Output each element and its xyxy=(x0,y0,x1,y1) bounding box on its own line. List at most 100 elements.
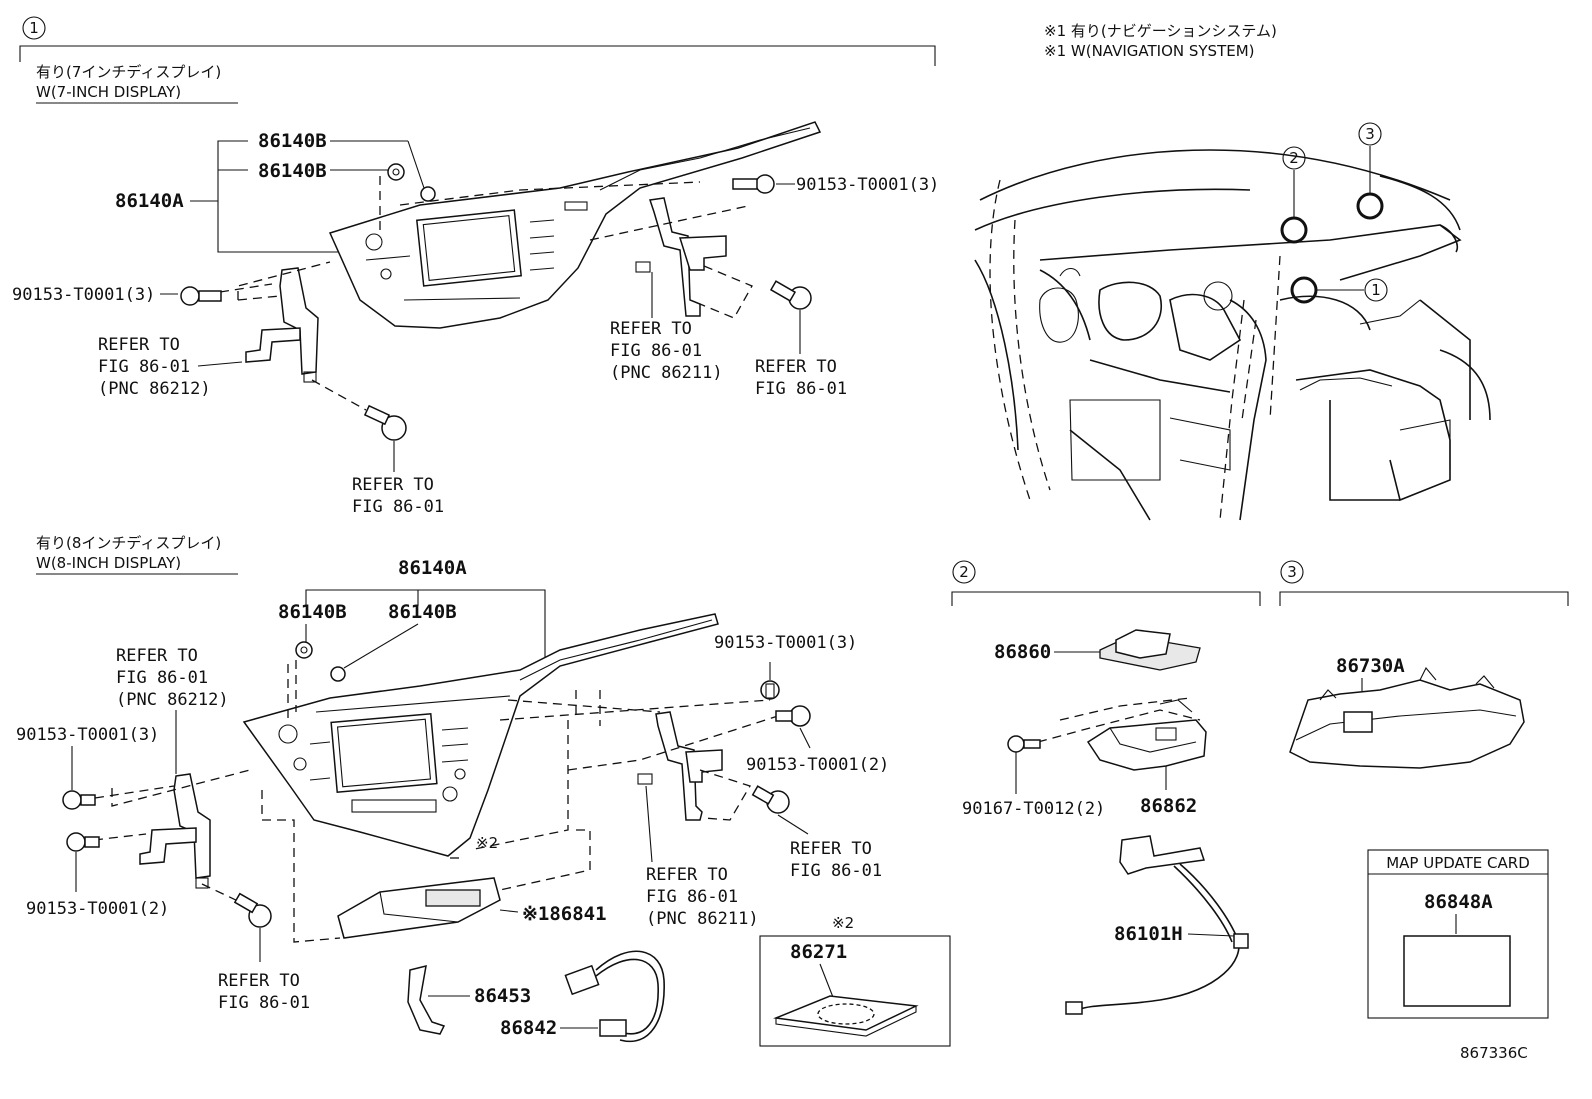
section-2: 2 86860 86862 90167-T0012(2) xyxy=(951,560,1261,1015)
clip-86140B xyxy=(387,163,405,181)
section-1-8inch: 有り(8インチディスプレイ) W(8-INCH DISPLAY) 86140A … xyxy=(16,534,951,1047)
disc-86271 xyxy=(773,995,919,1037)
bolt-90167-label: 90167-T0012(2) xyxy=(962,799,1105,819)
section-1-7inch: 1 有り(7インチディスプレイ) W(7-INCH DISPLAY) 86140… xyxy=(12,16,939,517)
bolt-90153-right xyxy=(732,174,775,194)
ref-label-left: FIG 86-01 xyxy=(98,357,190,377)
part-86140B-label: 86140B xyxy=(258,130,327,152)
section-1-marker: 1 xyxy=(22,16,46,40)
bolt-90153-top-right-label: 90153-T0001(3) xyxy=(714,633,857,653)
overview-marker-2: 2 xyxy=(1280,146,1308,244)
bolt-90153-right-2-label: 90153-T0001(2) xyxy=(746,755,889,775)
note-mark-2: ※2 xyxy=(476,834,498,852)
part-86140B-label: 86140B xyxy=(258,160,327,182)
bolt-90153-left-2-label: 90153-T0001(2) xyxy=(26,899,169,919)
cable-86453 xyxy=(407,964,446,1035)
section-8-title-jp: 有り(8インチディスプレイ) xyxy=(36,534,221,552)
ref-label-left: (PNC 86212) xyxy=(116,690,229,710)
ref-label-bottom: REFER TO xyxy=(352,475,434,495)
cable-86842 xyxy=(564,950,665,1043)
ref-label-mid: (PNC 86211) xyxy=(610,363,723,383)
part-86140A-label: 86140A xyxy=(398,557,467,579)
ref-label-left: FIG 86-01 xyxy=(116,668,208,688)
svg-text:2: 2 xyxy=(959,563,969,581)
map-update-card-title: MAP UPDATE CARD xyxy=(1386,854,1530,872)
ref-label-right-bolt: FIG 86-01 xyxy=(790,861,882,881)
ref-label-bottom: REFER TO xyxy=(218,971,300,991)
box-note-mark: ※2 xyxy=(832,914,854,932)
ref-label-mid: FIG 86-01 xyxy=(610,341,702,361)
part-86860-label: 86860 xyxy=(994,641,1051,663)
section-1-title-en: W(7-INCH DISPLAY) xyxy=(36,83,181,101)
part-86453-label: 86453 xyxy=(474,985,531,1007)
clip-86140B xyxy=(330,666,346,682)
ref-label-right-bolt: REFER TO xyxy=(755,357,837,377)
part-86271-box: ※2 86271 xyxy=(759,914,951,1047)
bolt-90153-left-2 xyxy=(66,832,100,892)
section-1-title-jp: 有り(7インチディスプレイ) xyxy=(36,63,221,81)
bolt-90167 xyxy=(1007,735,1041,794)
ref-label-mid: REFER TO xyxy=(610,319,692,339)
part-86848A-label: 86848A xyxy=(1424,891,1493,913)
left-bracket-8inch xyxy=(139,773,211,889)
section-1-bracket xyxy=(19,45,936,66)
svg-text:2: 2 xyxy=(1289,149,1299,167)
ref-label-bottom: FIG 86-01 xyxy=(352,497,444,517)
ref-label-right-bolt: REFER TO xyxy=(790,839,872,859)
bolt-90153-top-right xyxy=(760,662,780,700)
ref-label-mid: FIG 86-01 xyxy=(646,887,738,907)
part-86271-label: 86271 xyxy=(790,941,847,963)
instrument-panel-8inch xyxy=(242,613,719,857)
bracket-86862 xyxy=(1086,699,1207,771)
part-86140B-label: 86140B xyxy=(388,601,457,623)
left-bracket-7inch xyxy=(245,267,319,383)
ref-label-bottom: FIG 86-01 xyxy=(218,993,310,1013)
section-3-marker: 3 xyxy=(1280,560,1304,584)
right-bracket-8inch xyxy=(637,711,723,821)
bolt-bottom-8 xyxy=(233,892,272,962)
part-86140B-label: 86140B xyxy=(278,601,347,623)
vehicle-interior-overview: 1 2 3 xyxy=(974,122,1491,521)
section-8-title-en: W(8-INCH DISPLAY) xyxy=(36,554,181,572)
bolt-90153-right-label: 90153-T0001(3) xyxy=(796,175,939,195)
navigation-note: ※1 有り(ナビゲーションシステム) ※1 W(NAVIGATION SYSTE… xyxy=(1044,22,1277,60)
console-part-86730A xyxy=(1289,667,1525,769)
bolt-right-lower xyxy=(769,280,812,310)
svg-text:3: 3 xyxy=(1365,125,1375,143)
nav-note-en: ※1 W(NAVIGATION SYSTEM) xyxy=(1044,42,1255,60)
figure-id: 867336C xyxy=(1460,1044,1528,1062)
nav-note-jp: ※1 有り(ナビゲーションシステム) xyxy=(1044,22,1277,40)
section-3: 3 86730A MAP UPDATE CARD 86848A xyxy=(1279,560,1569,1019)
svg-text:3: 3 xyxy=(1287,563,1297,581)
bolt-90153-left-label: 90153-T0001(3) xyxy=(12,285,155,305)
right-bracket-7inch xyxy=(635,197,727,317)
part-86730A-label: 86730A xyxy=(1336,655,1405,677)
bolt-90153-left xyxy=(180,286,222,306)
bolt-90153-left-3-label: 90153-T0001(3) xyxy=(16,725,159,745)
map-update-card xyxy=(1403,935,1511,1007)
ref-label-left: REFER TO xyxy=(116,646,198,666)
part-86841-label: ※186841 xyxy=(522,903,607,925)
instrument-panel-7inch xyxy=(328,121,822,329)
svg-text:1: 1 xyxy=(29,19,39,37)
part-86842-label: 86842 xyxy=(500,1017,557,1039)
ref-label-right-bolt: FIG 86-01 xyxy=(755,379,847,399)
section-2-marker: 2 xyxy=(952,560,976,584)
ref-label-mid: REFER TO xyxy=(646,865,728,885)
bolt-bottom xyxy=(363,404,407,441)
part-86862-label: 86862 xyxy=(1140,795,1197,817)
bolt-90153-left-3 xyxy=(62,746,96,810)
part-86140A-label: 86140A xyxy=(115,190,184,212)
ref-label-left: (PNC 86212) xyxy=(98,379,211,399)
part-86101H-label: 86101H xyxy=(1114,923,1183,945)
overview-marker-1: 1 xyxy=(1290,276,1388,304)
svg-text:1: 1 xyxy=(1371,281,1381,299)
ref-label-mid: (PNC 86211) xyxy=(646,909,759,929)
navigation-ecu-86841 xyxy=(337,877,501,939)
bolt-90153-right-2 xyxy=(775,705,811,749)
bolt-right-lower-8 xyxy=(751,785,809,835)
map-update-card-box: MAP UPDATE CARD 86848A xyxy=(1367,849,1549,1019)
clip-86140B xyxy=(420,186,436,202)
antenna-86860 xyxy=(1099,629,1201,671)
